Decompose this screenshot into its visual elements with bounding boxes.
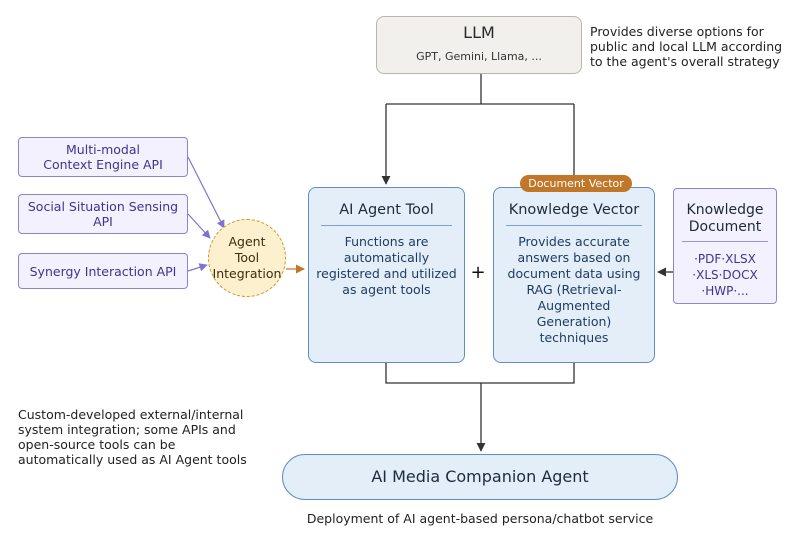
agent-tool-description: Functions are automatically registered a… (316, 234, 457, 297)
llm-note: Provides diverse options for public and … (590, 24, 783, 69)
knowledge-vector-divider (506, 225, 642, 226)
agent-tool-divider (321, 225, 452, 226)
integration-note: Custom-developed external/internal syste… (18, 407, 247, 467)
api-box-synergy: Synergy Interaction API (18, 253, 188, 289)
api-3-arrow (187, 263, 208, 272)
panels-merge-connector (385, 363, 575, 384)
knowledge-document-title: Knowledge Document (686, 202, 764, 235)
agent-tool-integration-node: Agent Tool Integration (208, 219, 286, 297)
agent-tool-panel: AI Agent Tool Functions are automaticall… (308, 187, 465, 363)
knowledge-document-divider (682, 241, 768, 242)
knowledge-document-box: Knowledge Document ·PDF·XLSX ·XLS·DOCX ·… (673, 188, 777, 304)
knowledge-vector-panel: Knowledge Vector Provides accurate answe… (493, 187, 655, 363)
llm-title: LLM (463, 23, 495, 42)
api-2-arrow (187, 213, 211, 239)
document-vector-badge: Document Vector (520, 175, 632, 192)
llm-connector (386, 74, 574, 105)
knowledge-vector-title: Knowledge Vector (508, 202, 640, 218)
deployment-caption: Deployment of AI agent-based persona/cha… (306, 511, 654, 526)
knowledge-vector-description: Provides accurate answers based on docum… (507, 234, 641, 345)
api-1-arrow (187, 156, 225, 229)
knowledge-document-formats: ·PDF·XLSX ·XLS·DOCX ·HWP·... (692, 252, 758, 298)
llm-box: LLM GPT, Gemini, Llama, ... (376, 16, 582, 74)
llm-models: GPT, Gemini, Llama, ... (416, 50, 542, 63)
companion-agent-box: AI Media Companion Agent (282, 454, 678, 500)
api-box-social-sensing: Social Situation Sensing API (18, 194, 188, 234)
api-box-multimodal: Multi-modal Context Engine API (18, 137, 188, 177)
plus-operator: + (470, 262, 486, 283)
agent-tool-title: AI Agent Tool (339, 202, 434, 218)
